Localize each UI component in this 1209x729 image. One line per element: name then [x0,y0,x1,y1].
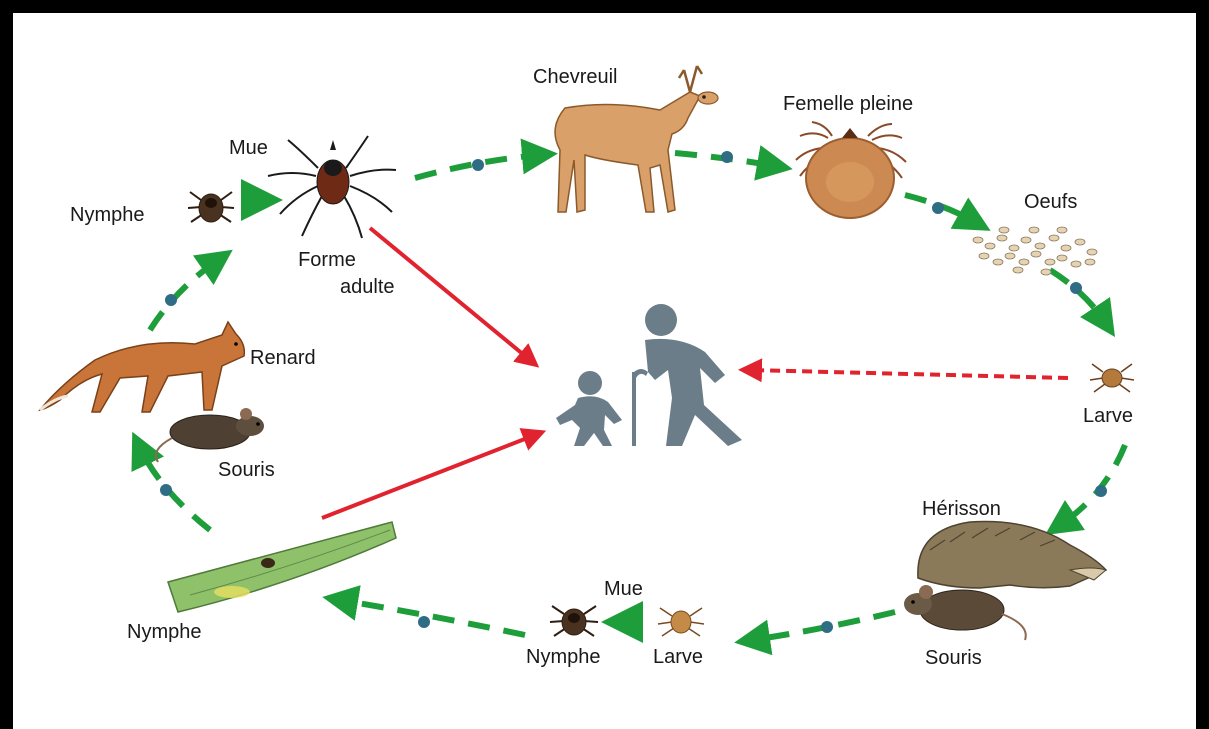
label-mue-top: Mue [229,136,268,160]
label-herisson: Hérisson [922,497,1001,521]
femelle-pleine-tick-illustration [796,122,906,218]
cycle-dot [165,294,177,306]
cycle-dot [418,616,430,628]
label-nymphe-leaf: Nymphe [127,620,201,644]
cycle-dot [721,151,733,163]
label-larve-bottom: Larve [653,645,703,669]
oeufs-eggs-illustration [973,227,1097,275]
nymphe-tick-illustration-bottom [550,606,598,636]
herisson-illustration [918,521,1106,588]
label-souris-left: Souris [218,458,275,482]
label-mue-bottom: Mue [604,577,643,601]
cycle-dot [1095,485,1107,497]
label-larve-right: Larve [1083,404,1133,428]
cycle-dot [932,202,944,214]
label-adulte: adulte [340,275,395,299]
larve-tick-illustration-right [1090,364,1134,392]
forme-adulte-tick-illustration [268,136,396,238]
infection-arrow-larve-to-human [750,370,1068,378]
cycle-arrow-nymphe-to-leaf [340,600,525,635]
cycle-arrow-oeufs-to-larve [1050,270,1105,322]
label-renard: Renard [250,346,316,370]
leaf-with-nymphe-illustration [168,522,396,612]
cycle-dot [472,159,484,171]
nymphe-tick-illustration-top [188,192,234,222]
infection-arrow-nymphe-to-human [322,435,535,518]
cycle-dot [160,484,172,496]
label-souris-bottom: Souris [925,646,982,670]
souris-illustration-left [156,408,264,462]
renard-illustration [40,322,244,412]
label-forme: Forme [292,248,362,272]
cycle-dot [1070,282,1082,294]
label-oeufs: Oeufs [1024,190,1077,214]
label-nymphe-top: Nymphe [70,203,144,227]
human-silhouettes [556,304,742,446]
larve-tick-illustration-bottom [658,608,704,636]
cycle-dot [821,621,833,633]
cycle-arrow-leaf-to-souris [140,448,210,530]
souris-illustration-bottom [904,585,1026,640]
cycle-arrow-larve-to-herisson [1060,445,1125,525]
label-femelle-pleine: Femelle pleine [783,92,913,116]
label-nymphe-bottom: Nymphe [526,645,600,669]
cycle-arrow-renard-to-nymphe [150,260,218,330]
label-chevreuil: Chevreuil [533,65,617,89]
